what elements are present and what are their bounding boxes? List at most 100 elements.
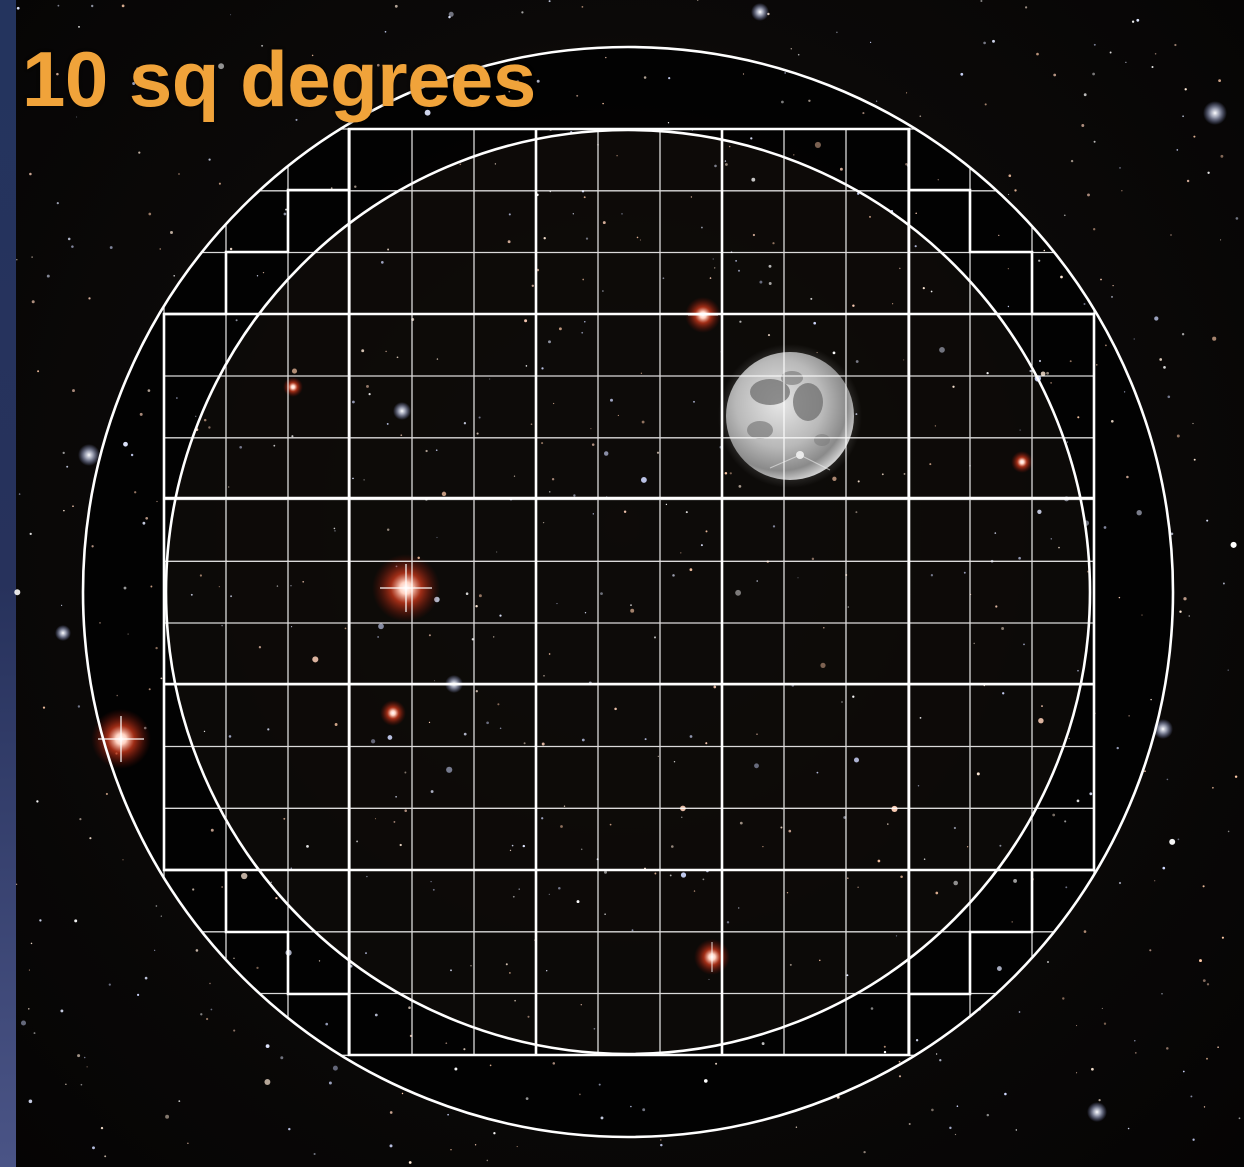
star bbox=[1076, 1025, 1078, 1027]
star bbox=[1019, 429, 1021, 431]
star bbox=[839, 167, 843, 171]
star bbox=[291, 626, 293, 628]
star bbox=[265, 1044, 270, 1049]
star bbox=[148, 212, 152, 216]
star bbox=[1069, 360, 1072, 363]
star bbox=[404, 771, 407, 774]
star bbox=[875, 100, 878, 102]
star bbox=[218, 182, 221, 185]
star bbox=[739, 320, 742, 323]
star bbox=[63, 509, 65, 512]
star bbox=[170, 231, 173, 234]
star bbox=[572, 213, 574, 215]
star bbox=[654, 872, 657, 875]
star bbox=[1116, 746, 1119, 750]
star bbox=[1133, 338, 1135, 340]
star bbox=[724, 160, 727, 162]
star bbox=[832, 476, 837, 481]
star bbox=[852, 695, 855, 698]
star bbox=[505, 963, 508, 966]
star bbox=[641, 420, 645, 424]
star bbox=[697, 0, 699, 1]
star bbox=[1076, 1072, 1078, 1074]
star bbox=[494, 163, 497, 165]
star bbox=[1098, 1098, 1101, 1102]
star bbox=[511, 844, 514, 847]
star bbox=[1136, 18, 1140, 22]
star bbox=[1100, 278, 1102, 281]
star bbox=[1230, 541, 1237, 548]
star bbox=[898, 1075, 902, 1078]
star bbox=[752, 233, 756, 237]
star bbox=[784, 71, 787, 74]
star bbox=[318, 960, 321, 962]
star bbox=[954, 1133, 957, 1136]
star bbox=[1036, 52, 1039, 56]
star bbox=[190, 593, 193, 596]
star bbox=[592, 513, 594, 515]
star bbox=[786, 892, 789, 894]
star bbox=[16, 6, 20, 10]
star bbox=[986, 1113, 990, 1117]
star bbox=[513, 475, 516, 477]
star bbox=[325, 1022, 329, 1026]
star bbox=[1190, 1095, 1193, 1098]
star bbox=[512, 895, 515, 898]
star bbox=[518, 888, 520, 890]
star bbox=[1050, 538, 1053, 540]
star bbox=[1053, 73, 1057, 77]
star bbox=[996, 966, 1002, 972]
star bbox=[881, 473, 884, 476]
star bbox=[380, 261, 384, 264]
star bbox=[906, 92, 908, 94]
star bbox=[1077, 416, 1080, 419]
star bbox=[28, 1008, 30, 1010]
star bbox=[541, 817, 544, 820]
star bbox=[306, 845, 309, 848]
star bbox=[640, 372, 643, 374]
star bbox=[404, 809, 407, 812]
star bbox=[726, 921, 730, 924]
star bbox=[1151, 65, 1154, 69]
star bbox=[428, 721, 431, 724]
star bbox=[29, 172, 32, 176]
star bbox=[898, 1060, 901, 1063]
star bbox=[1182, 115, 1184, 118]
star bbox=[1159, 358, 1163, 361]
inner-circle bbox=[164, 128, 1092, 1056]
star bbox=[1149, 949, 1152, 952]
star bbox=[713, 685, 717, 689]
star bbox=[1134, 1040, 1136, 1042]
star bbox=[1217, 1046, 1219, 1048]
star bbox=[1096, 364, 1098, 366]
star bbox=[584, 321, 586, 323]
star bbox=[509, 849, 512, 852]
star bbox=[558, 327, 562, 331]
star bbox=[593, 1027, 596, 1030]
star bbox=[702, 878, 705, 881]
star bbox=[548, 340, 551, 344]
star bbox=[1001, 627, 1005, 630]
star bbox=[930, 290, 933, 293]
star bbox=[1103, 526, 1107, 529]
star bbox=[1174, 43, 1177, 47]
star bbox=[127, 633, 129, 635]
star bbox=[165, 1114, 170, 1119]
bright-star-1 bbox=[372, 554, 440, 622]
star bbox=[671, 845, 674, 848]
star bbox=[1013, 878, 1018, 883]
star bbox=[280, 1056, 284, 1060]
star bbox=[37, 370, 40, 373]
star bbox=[386, 422, 389, 425]
star bbox=[581, 6, 584, 8]
star bbox=[980, 0, 983, 3]
star bbox=[903, 359, 905, 361]
star bbox=[994, 532, 997, 534]
star bbox=[288, 1127, 291, 1131]
star bbox=[374, 818, 377, 820]
star bbox=[408, 1006, 411, 1009]
star bbox=[486, 1159, 489, 1162]
star bbox=[459, 163, 462, 166]
star bbox=[1176, 434, 1180, 438]
outer-circle bbox=[81, 45, 1175, 1139]
